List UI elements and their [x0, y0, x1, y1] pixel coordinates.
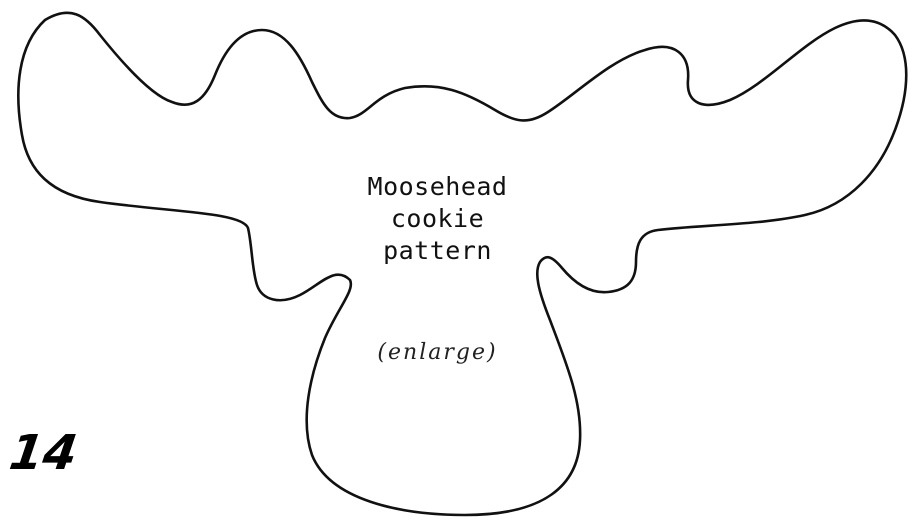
- page-number: 14: [6, 425, 81, 481]
- moose-outline-path: [17, 11, 908, 517]
- enlarge-note: (enlarge): [377, 340, 498, 365]
- pattern-title-line-3: pattern: [383, 236, 492, 265]
- pattern-title-line-1: Moosehead: [367, 172, 508, 201]
- pattern-title-line-2: cookie: [390, 204, 485, 233]
